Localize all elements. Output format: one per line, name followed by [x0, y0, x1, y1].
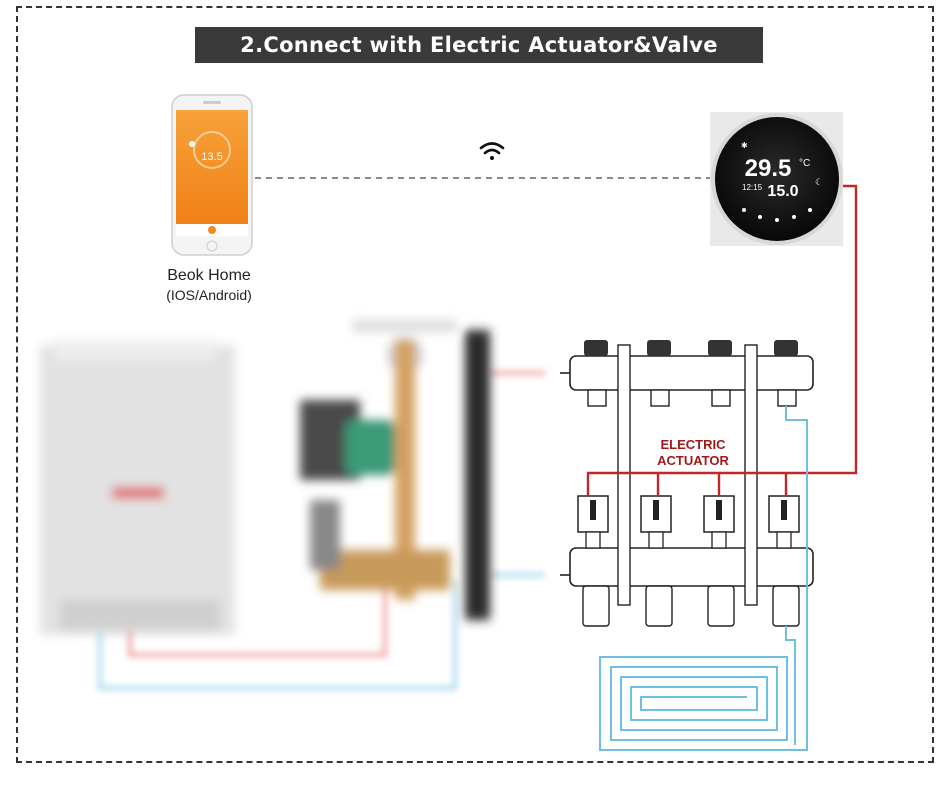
floor-heating-loop-icon [599, 406, 808, 751]
actuator-wiring [586, 184, 858, 496]
thermostat-room-temp: 15.0 [767, 183, 798, 200]
app-platform-label: (IOS/Android) [166, 287, 252, 303]
thermostat-unit: °C [799, 158, 810, 169]
boiler-icon [40, 340, 235, 635]
thermostat-icon: 29.5 °C 15.0 12:15 ✱ ☾ [710, 112, 843, 246]
thermostat-set-temp: 29.5 [745, 155, 792, 182]
phone-screen-temp: 13.5 [201, 151, 222, 163]
svg-text:✱: ✱ [741, 141, 748, 150]
diagram-title: 2.Connect with Electric Actuator&Valve [195, 27, 763, 63]
pump-icon [300, 320, 490, 620]
boiler-pipes [98, 371, 545, 690]
manifold-icon [560, 340, 814, 627]
svg-text:☾: ☾ [815, 177, 823, 187]
actuator-label-line1: ELECTRIC [661, 437, 727, 452]
app-name-label: Beok Home [167, 267, 251, 284]
diagram-frame [16, 6, 934, 763]
wifi-icon [479, 142, 505, 160]
phone-icon: 13.5 [171, 94, 253, 256]
thermostat-clock: 12:15 [742, 183, 763, 192]
actuator-label-line2: ACTUATOR [657, 453, 729, 468]
